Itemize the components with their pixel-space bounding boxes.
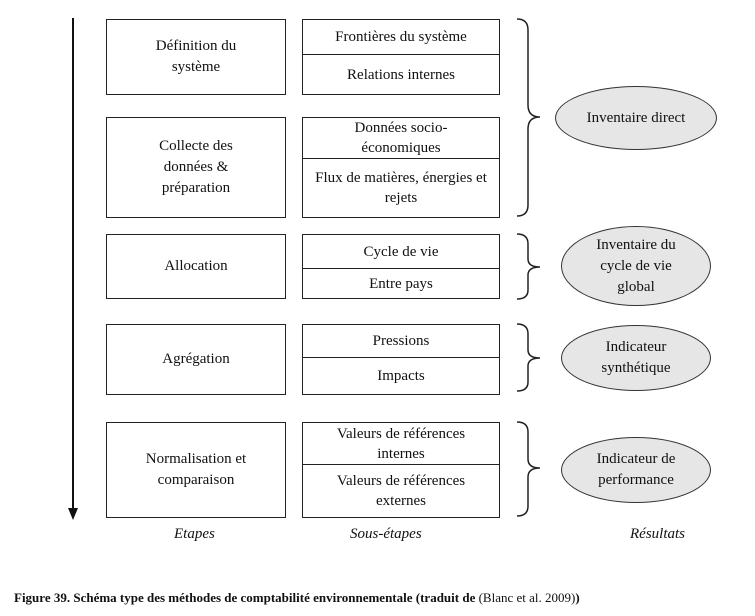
substep-divider — [303, 464, 499, 465]
substep-cell: Pressions — [372, 333, 430, 349]
brace-inventaire-global — [516, 233, 541, 300]
substep-cell: Données socio-économiques — [354, 120, 448, 156]
substeps-definition: Frontières du système Relations internes — [302, 19, 500, 95]
result-indicateur-performance: Indicateur de performance — [561, 437, 711, 503]
timeline-arrow-head — [68, 508, 78, 520]
substep-cell: Cycle de vie — [363, 243, 439, 260]
step-definition: Définition du système — [106, 19, 286, 95]
step-allocation: Allocation — [106, 234, 286, 299]
step-label: Normalisation et comparaison — [145, 451, 247, 488]
substeps-allocation: Cycle de vie Entre pays — [302, 234, 500, 299]
substep-cell: Impacts — [377, 368, 425, 384]
result-inventaire-direct: Inventaire direct — [555, 86, 717, 150]
step-agregation: Agrégation — [106, 324, 286, 395]
column-label-results: Résultats — [630, 526, 685, 542]
result-label: Inventaire du cycle de vie global — [596, 236, 676, 295]
result-label: Inventaire direct — [586, 109, 686, 126]
caption-close: ) — [575, 590, 580, 605]
substeps-collecte: Données socio-économiques Flux de matièr… — [302, 117, 500, 218]
substep-divider — [303, 357, 499, 358]
column-label-substeps: Sous-étapes — [350, 526, 422, 542]
caption-reference: (Blanc et al. 2009) — [478, 590, 576, 605]
substep-divider — [303, 268, 499, 269]
result-label: Indicateur synthétique — [601, 339, 671, 376]
substep-cell: Valeurs de références internes — [336, 425, 466, 462]
result-inventaire-global: Inventaire du cycle de vie global — [561, 226, 711, 306]
step-label: Agrégation — [162, 351, 230, 367]
step-collecte: Collecte des données & préparation — [106, 117, 286, 218]
result-indicateur-synthetique: Indicateur synthétique — [561, 325, 711, 391]
substep-cell: Flux de matières, énergies et rejets — [315, 170, 487, 206]
substep-cell: Entre pays — [369, 276, 433, 292]
column-label-steps: Etapes — [174, 526, 215, 542]
brace-indicateur-synthetique — [516, 323, 541, 392]
step-label: Définition du système — [155, 38, 237, 75]
substep-divider — [303, 54, 499, 55]
step-label: Collecte des données & préparation — [159, 138, 233, 196]
substep-divider — [303, 158, 499, 159]
figure-caption: Figure 39. Schéma type des méthodes de c… — [14, 590, 580, 606]
brace-indicateur-performance — [516, 421, 541, 517]
step-normalisation: Normalisation et comparaison — [106, 422, 286, 518]
substep-cell: Valeurs de références externes — [336, 473, 466, 509]
step-label: Allocation — [164, 258, 228, 274]
substep-cell: Frontières du système — [335, 29, 467, 45]
substeps-normalisation: Valeurs de références internes Valeurs d… — [302, 422, 500, 518]
substeps-agregation: Pressions Impacts — [302, 324, 500, 395]
caption-title: Figure 39. Schéma type des méthodes de c… — [14, 590, 476, 605]
substep-cell: Relations internes — [347, 66, 455, 83]
result-label: Indicateur de performance — [596, 451, 676, 488]
brace-inventaire-direct — [516, 18, 541, 217]
